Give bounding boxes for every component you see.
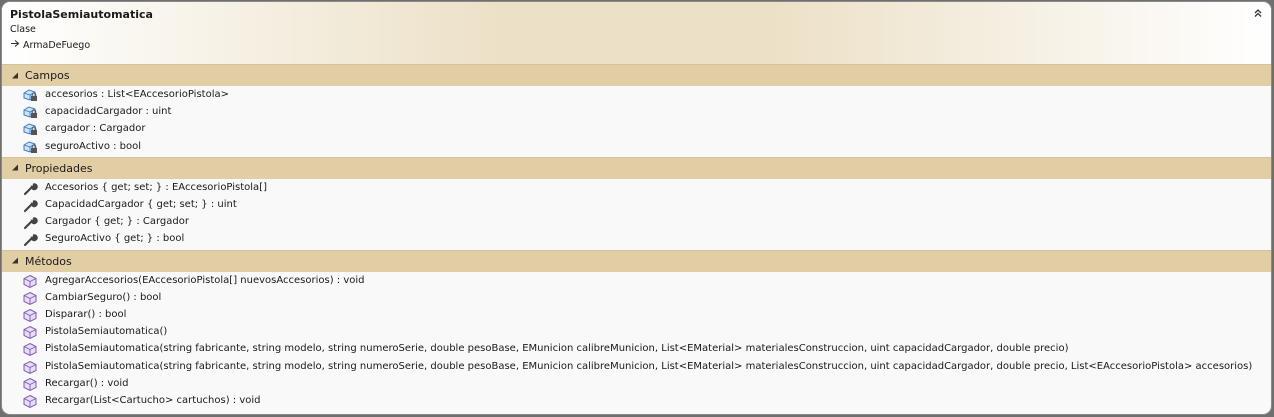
field-member-row[interactable]: cargador : Cargador xyxy=(2,121,1271,138)
member-signature: PistolaSemiautomatica(string fabricante,… xyxy=(45,343,1069,355)
wrench-property-icon xyxy=(22,232,38,247)
section-fields[interactable]: Campos xyxy=(2,64,1271,86)
class-kind: Clase xyxy=(10,24,36,35)
method-member-row[interactable]: PistolaSemiautomatica(string fabricante,… xyxy=(2,341,1271,358)
method-cube-icon xyxy=(22,291,38,306)
method-cube-icon xyxy=(22,274,38,289)
double-chevron-up-icon xyxy=(1254,9,1262,17)
member-signature: CapacidadCargador { get; set; } : uint xyxy=(45,199,237,210)
member-signature: SeguroActivo { get; } : bool xyxy=(45,233,185,245)
section-properties[interactable]: Propiedades xyxy=(2,156,1271,179)
triangle-expanded-icon[interactable] xyxy=(11,164,23,172)
field-member-row[interactable]: capacidadCargador : uint xyxy=(2,104,1271,121)
private-field-icon xyxy=(22,140,38,155)
field-member-row[interactable]: seguroActivo : bool xyxy=(2,139,1271,156)
member-signature: capacidadCargador : uint xyxy=(45,106,172,118)
section-label: Métodos xyxy=(25,254,72,268)
method-member-row[interactable]: CambiarSeguro() : bool xyxy=(2,290,1271,307)
section-methods[interactable]: Métodos xyxy=(2,249,1271,272)
field-member-row[interactable]: accesorios : List<EAccesorioPistola> xyxy=(2,87,1271,104)
method-cube-icon xyxy=(22,308,38,323)
member-signature: Recargar(List<Cartucho> cartuchos) : voi… xyxy=(45,395,261,406)
triangle-expanded-icon[interactable] xyxy=(11,257,23,265)
base-class: ArmaDeFuego xyxy=(10,39,90,51)
wrench-property-icon xyxy=(22,181,38,196)
property-member-row[interactable]: Accesorios { get; set; } : EAccesorioPis… xyxy=(2,180,1271,197)
member-signature: accesorios : List<EAccesorioPistola> xyxy=(45,89,229,100)
triangle-expanded-icon[interactable] xyxy=(11,72,23,80)
member-signature: PistolaSemiautomatica(string fabricante,… xyxy=(45,360,1253,372)
method-member-row[interactable]: PistolaSemiautomatica(string fabricante,… xyxy=(2,359,1271,376)
property-member-row[interactable]: SeguroActivo { get; } : bool xyxy=(2,231,1271,248)
member-signature: cargador : Cargador xyxy=(45,123,146,135)
property-member-row[interactable]: Cargador { get; } : Cargador xyxy=(2,214,1271,231)
member-signature: Cargador { get; } : Cargador xyxy=(45,216,189,228)
base-class-name: ArmaDeFuego xyxy=(23,39,91,51)
method-cube-icon xyxy=(22,394,38,409)
private-field-icon xyxy=(22,122,38,137)
private-field-icon xyxy=(22,88,38,103)
method-cube-icon xyxy=(22,377,38,392)
member-signature: Disparar() : bool xyxy=(45,309,127,320)
class-name[interactable]: PistolaSemiautomatica xyxy=(10,8,153,21)
wrench-property-icon xyxy=(22,215,38,230)
wrench-property-icon xyxy=(22,198,38,213)
method-cube-icon xyxy=(22,360,38,375)
collapse-button[interactable] xyxy=(1251,6,1265,20)
method-member-row[interactable]: AgregarAccesorios(EAccesorioPistola[] nu… xyxy=(2,273,1271,290)
method-member-row[interactable]: PistolaSemiautomatica() xyxy=(2,324,1271,341)
method-cube-icon xyxy=(22,325,38,340)
member-signature: PistolaSemiautomatica() xyxy=(45,326,168,338)
section-label: Propiedades xyxy=(25,161,93,175)
method-member-row[interactable]: Disparar() : bool xyxy=(2,307,1271,324)
member-signature: seguroActivo : bool xyxy=(45,140,142,152)
class-header: PistolaSemiautomatica Clase ArmaDeFuego xyxy=(2,2,1271,64)
member-signature: Recargar() : void xyxy=(45,377,129,389)
private-field-icon xyxy=(22,105,38,120)
method-member-row[interactable]: Recargar(List<Cartucho> cartuchos) : voi… xyxy=(2,393,1271,410)
member-signature: AgregarAccesorios(EAccesorioPistola[] nu… xyxy=(45,274,365,286)
method-member-row[interactable]: Recargar() : void xyxy=(2,376,1271,393)
member-signature: CambiarSeguro() : bool xyxy=(45,291,162,303)
property-member-row[interactable]: CapacidadCargador { get; set; } : uint xyxy=(2,197,1271,214)
inheritance-arrow-icon xyxy=(10,39,20,51)
section-label: Campos xyxy=(25,69,70,82)
member-signature: Accesorios { get; set; } : EAccesorioPis… xyxy=(45,181,267,193)
method-cube-icon xyxy=(22,342,38,357)
